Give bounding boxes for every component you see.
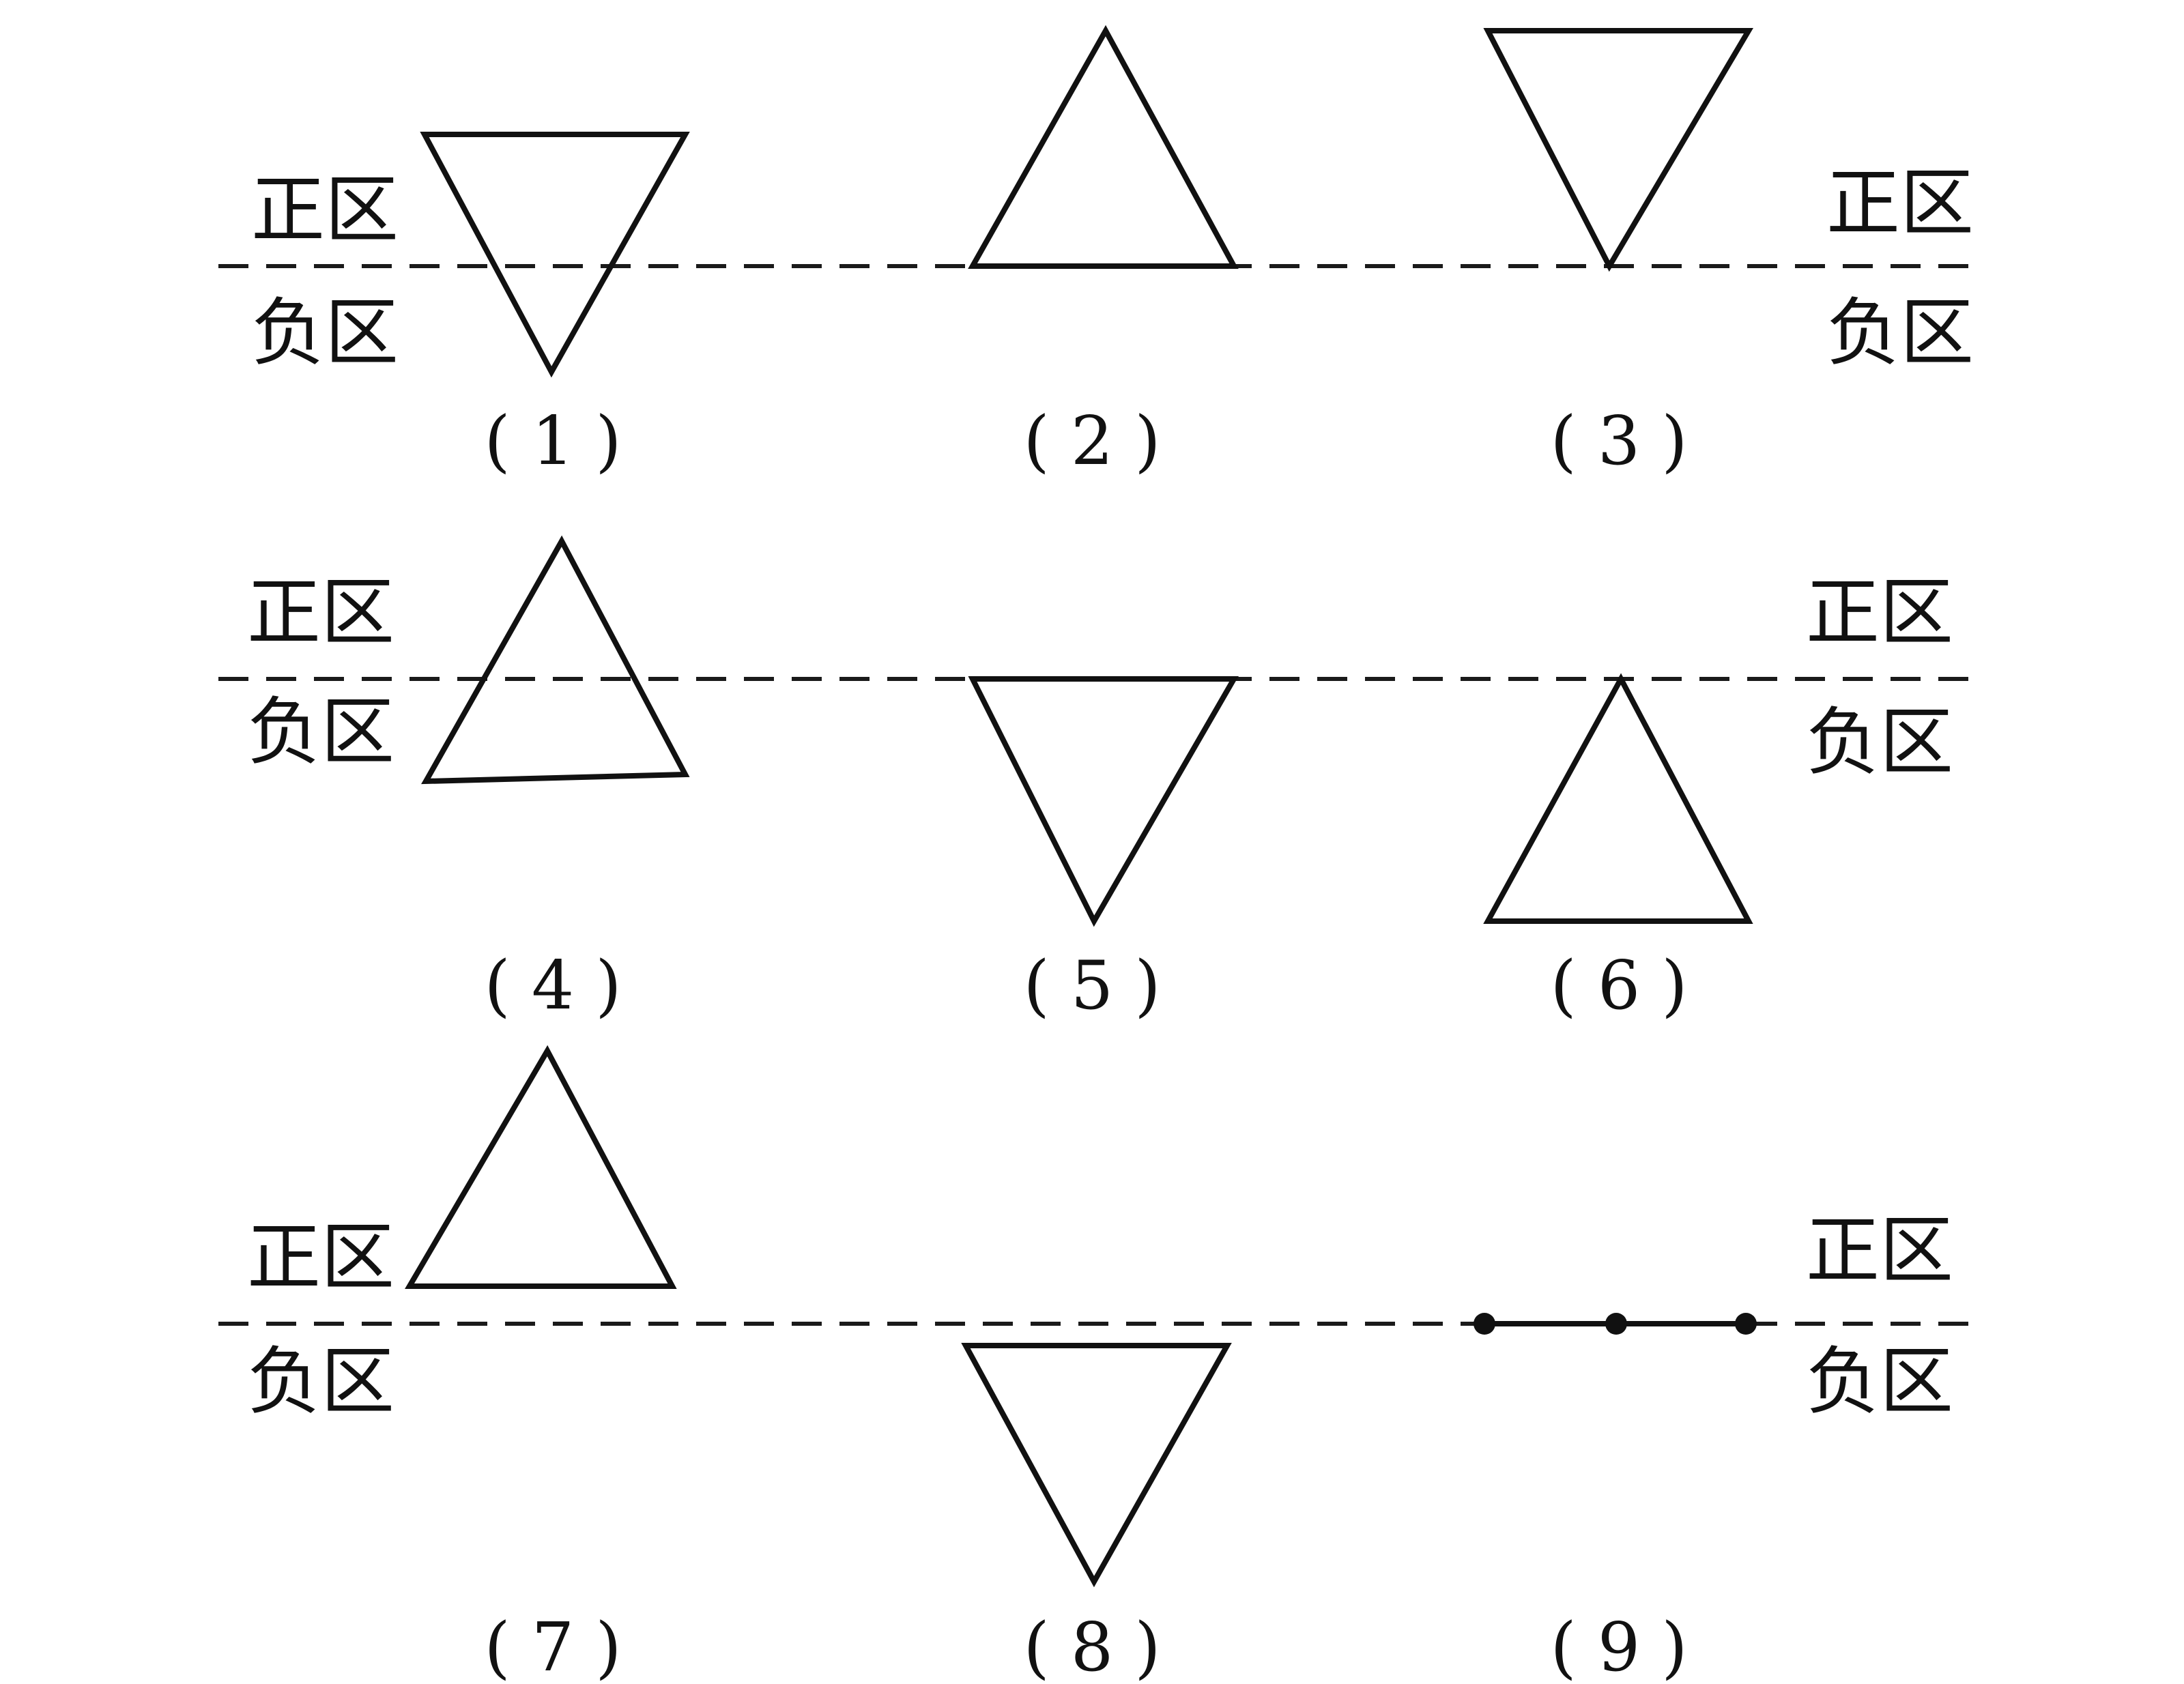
triangle-case-3 (1483, 28, 1754, 272)
caption-case-4: ( 4 ) (484, 947, 621, 1025)
row-1: 正区 负区 正区 负区 ( 1 ) ( 2 ) ( 3 ) (218, 25, 1974, 480)
left-positive-zone-label-row-3: 正区 (247, 1215, 394, 1301)
row-3: 正区 负区 正区 负区 ( 7 ) ( 8 ) ( 9 ) (218, 1045, 1983, 1684)
triangle-case-7 (405, 1045, 677, 1289)
segment-point-right (1735, 1313, 1757, 1335)
right-positive-zone-label-row-2: 正区 (1806, 570, 1953, 656)
left-negative-zone-label-row-3: 负区 (247, 1339, 394, 1425)
caption-case-5: ( 5 ) (1023, 947, 1160, 1025)
right-positive-zone-label-row-3: 正区 (1806, 1208, 1953, 1294)
left-positive-zone-label-row-1: 正区 (251, 168, 399, 253)
triangle-case-5 (968, 676, 1239, 927)
triangle-case-4 (421, 535, 690, 785)
caption-case-7: ( 7 ) (484, 1609, 621, 1684)
caption-case-6: ( 6 ) (1550, 947, 1687, 1025)
caption-case-2: ( 2 ) (1023, 403, 1160, 480)
triangle-case-1 (420, 132, 690, 378)
row-2: 正区 负区 正区 负区 ( 4 ) ( 5 ) ( 6 ) (218, 535, 1972, 1025)
caption-case-1: ( 1 ) (484, 403, 621, 480)
right-negative-zone-label-row-3: 负区 (1806, 1339, 1953, 1425)
right-negative-zone-label-row-2: 负区 (1806, 700, 1953, 785)
segment-point-middle (1605, 1313, 1627, 1335)
left-negative-zone-label-row-2: 负区 (247, 690, 394, 775)
segment-point-left (1474, 1313, 1495, 1335)
left-positive-zone-label-row-2: 正区 (247, 570, 394, 656)
caption-case-3: ( 3 ) (1550, 403, 1687, 480)
triangle-case-6 (1483, 673, 1753, 924)
left-negative-zone-label-row-1: 负区 (251, 291, 399, 376)
right-positive-zone-label-row-1: 正区 (1826, 161, 1974, 246)
caption-case-9: ( 9 ) (1550, 1609, 1687, 1684)
triangle-case-8 (961, 1343, 1232, 1588)
triangle-case-2 (968, 25, 1239, 269)
right-negative-zone-label-row-1: 负区 (1826, 291, 1974, 376)
caption-case-8: ( 8 ) (1023, 1609, 1160, 1684)
